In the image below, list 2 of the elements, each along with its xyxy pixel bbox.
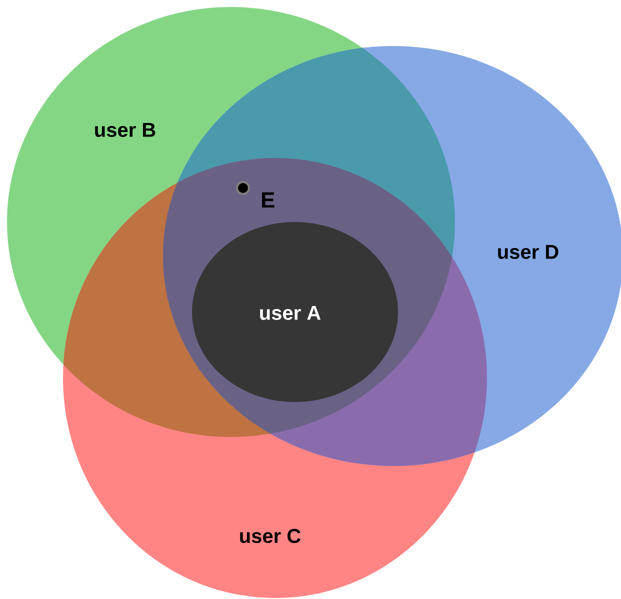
point-marker: [236, 181, 250, 195]
point-label: E: [262, 192, 274, 208]
